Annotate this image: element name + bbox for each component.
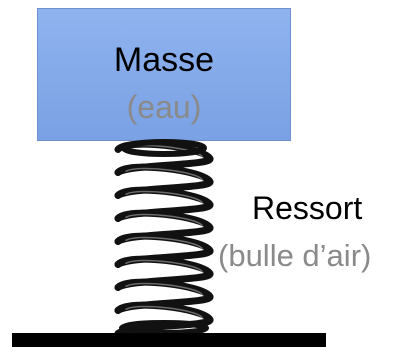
spring-top-loop [121, 139, 207, 157]
spring-label: Ressort [252, 190, 363, 226]
spring-coil-highlight [125, 167, 203, 181]
ground-bar [12, 333, 326, 347]
spring-coil-highlight [125, 236, 203, 250]
spring-coil-turn [114, 301, 214, 337]
spring-coil-highlight [125, 305, 203, 319]
spring-coil-highlight [125, 259, 203, 273]
mass-sublabel: (eau) [126, 89, 202, 125]
mass-block: Masse (eau) [37, 8, 291, 141]
spring-sublabel: (bulle d’air) [218, 238, 372, 273]
spring-coil-highlight [125, 213, 203, 227]
spring-coil-highlight [125, 190, 203, 204]
spring-coil-highlight [125, 282, 203, 296]
mass-label: Masse [113, 41, 215, 79]
